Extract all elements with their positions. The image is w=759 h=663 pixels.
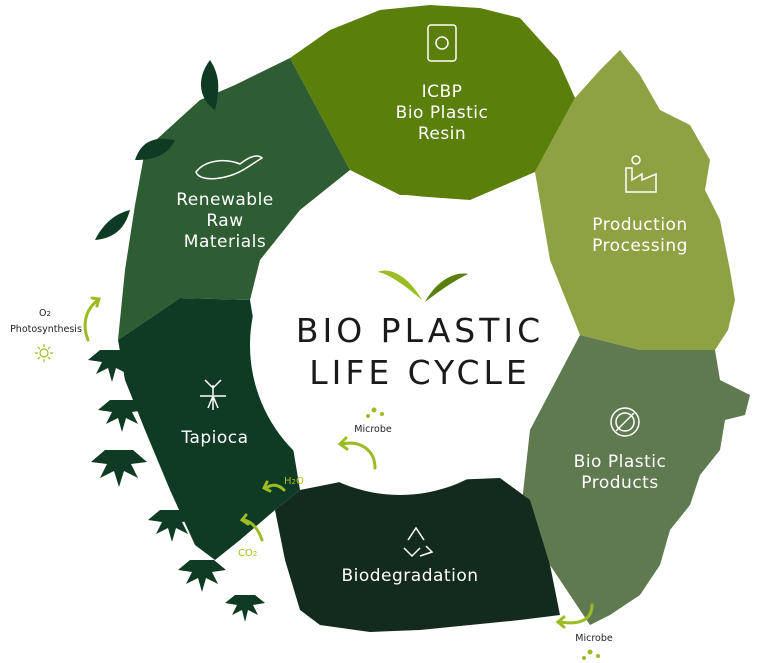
- segment-label-production: Production Processing: [570, 215, 710, 257]
- microbe-icon-inner: [366, 408, 384, 419]
- sun-icon: [35, 344, 53, 362]
- microbe-icon-outer: [582, 650, 600, 661]
- h2o-label: H2O: [284, 476, 304, 487]
- co2-label: CO2: [238, 548, 257, 559]
- diagram-title-line1: BIO PLASTIC: [240, 310, 600, 352]
- segment-label-tapioca: Tapioca: [165, 428, 265, 449]
- segment-label-raw: Renewable Raw Materials: [160, 190, 290, 253]
- segment-label-products: Bio Plastic Products: [555, 452, 685, 494]
- o2-label: O2: [30, 308, 60, 319]
- microbe-label-inner: Microbe: [343, 424, 403, 435]
- diagram-title-line2: LIFE CYCLE: [240, 352, 600, 394]
- microbe-label-outer: Microbe: [564, 633, 624, 644]
- photosynthesis-label: Photosynthesis: [0, 324, 92, 335]
- segment-label-resin: ICBP Bio Plastic Resin: [380, 82, 504, 145]
- segment-label-biodegradation: Biodegradation: [330, 566, 490, 587]
- leaf-logo-icon: [378, 270, 468, 302]
- arrow-microbe-inner: [342, 443, 375, 468]
- segment-biodegradation: [275, 478, 560, 632]
